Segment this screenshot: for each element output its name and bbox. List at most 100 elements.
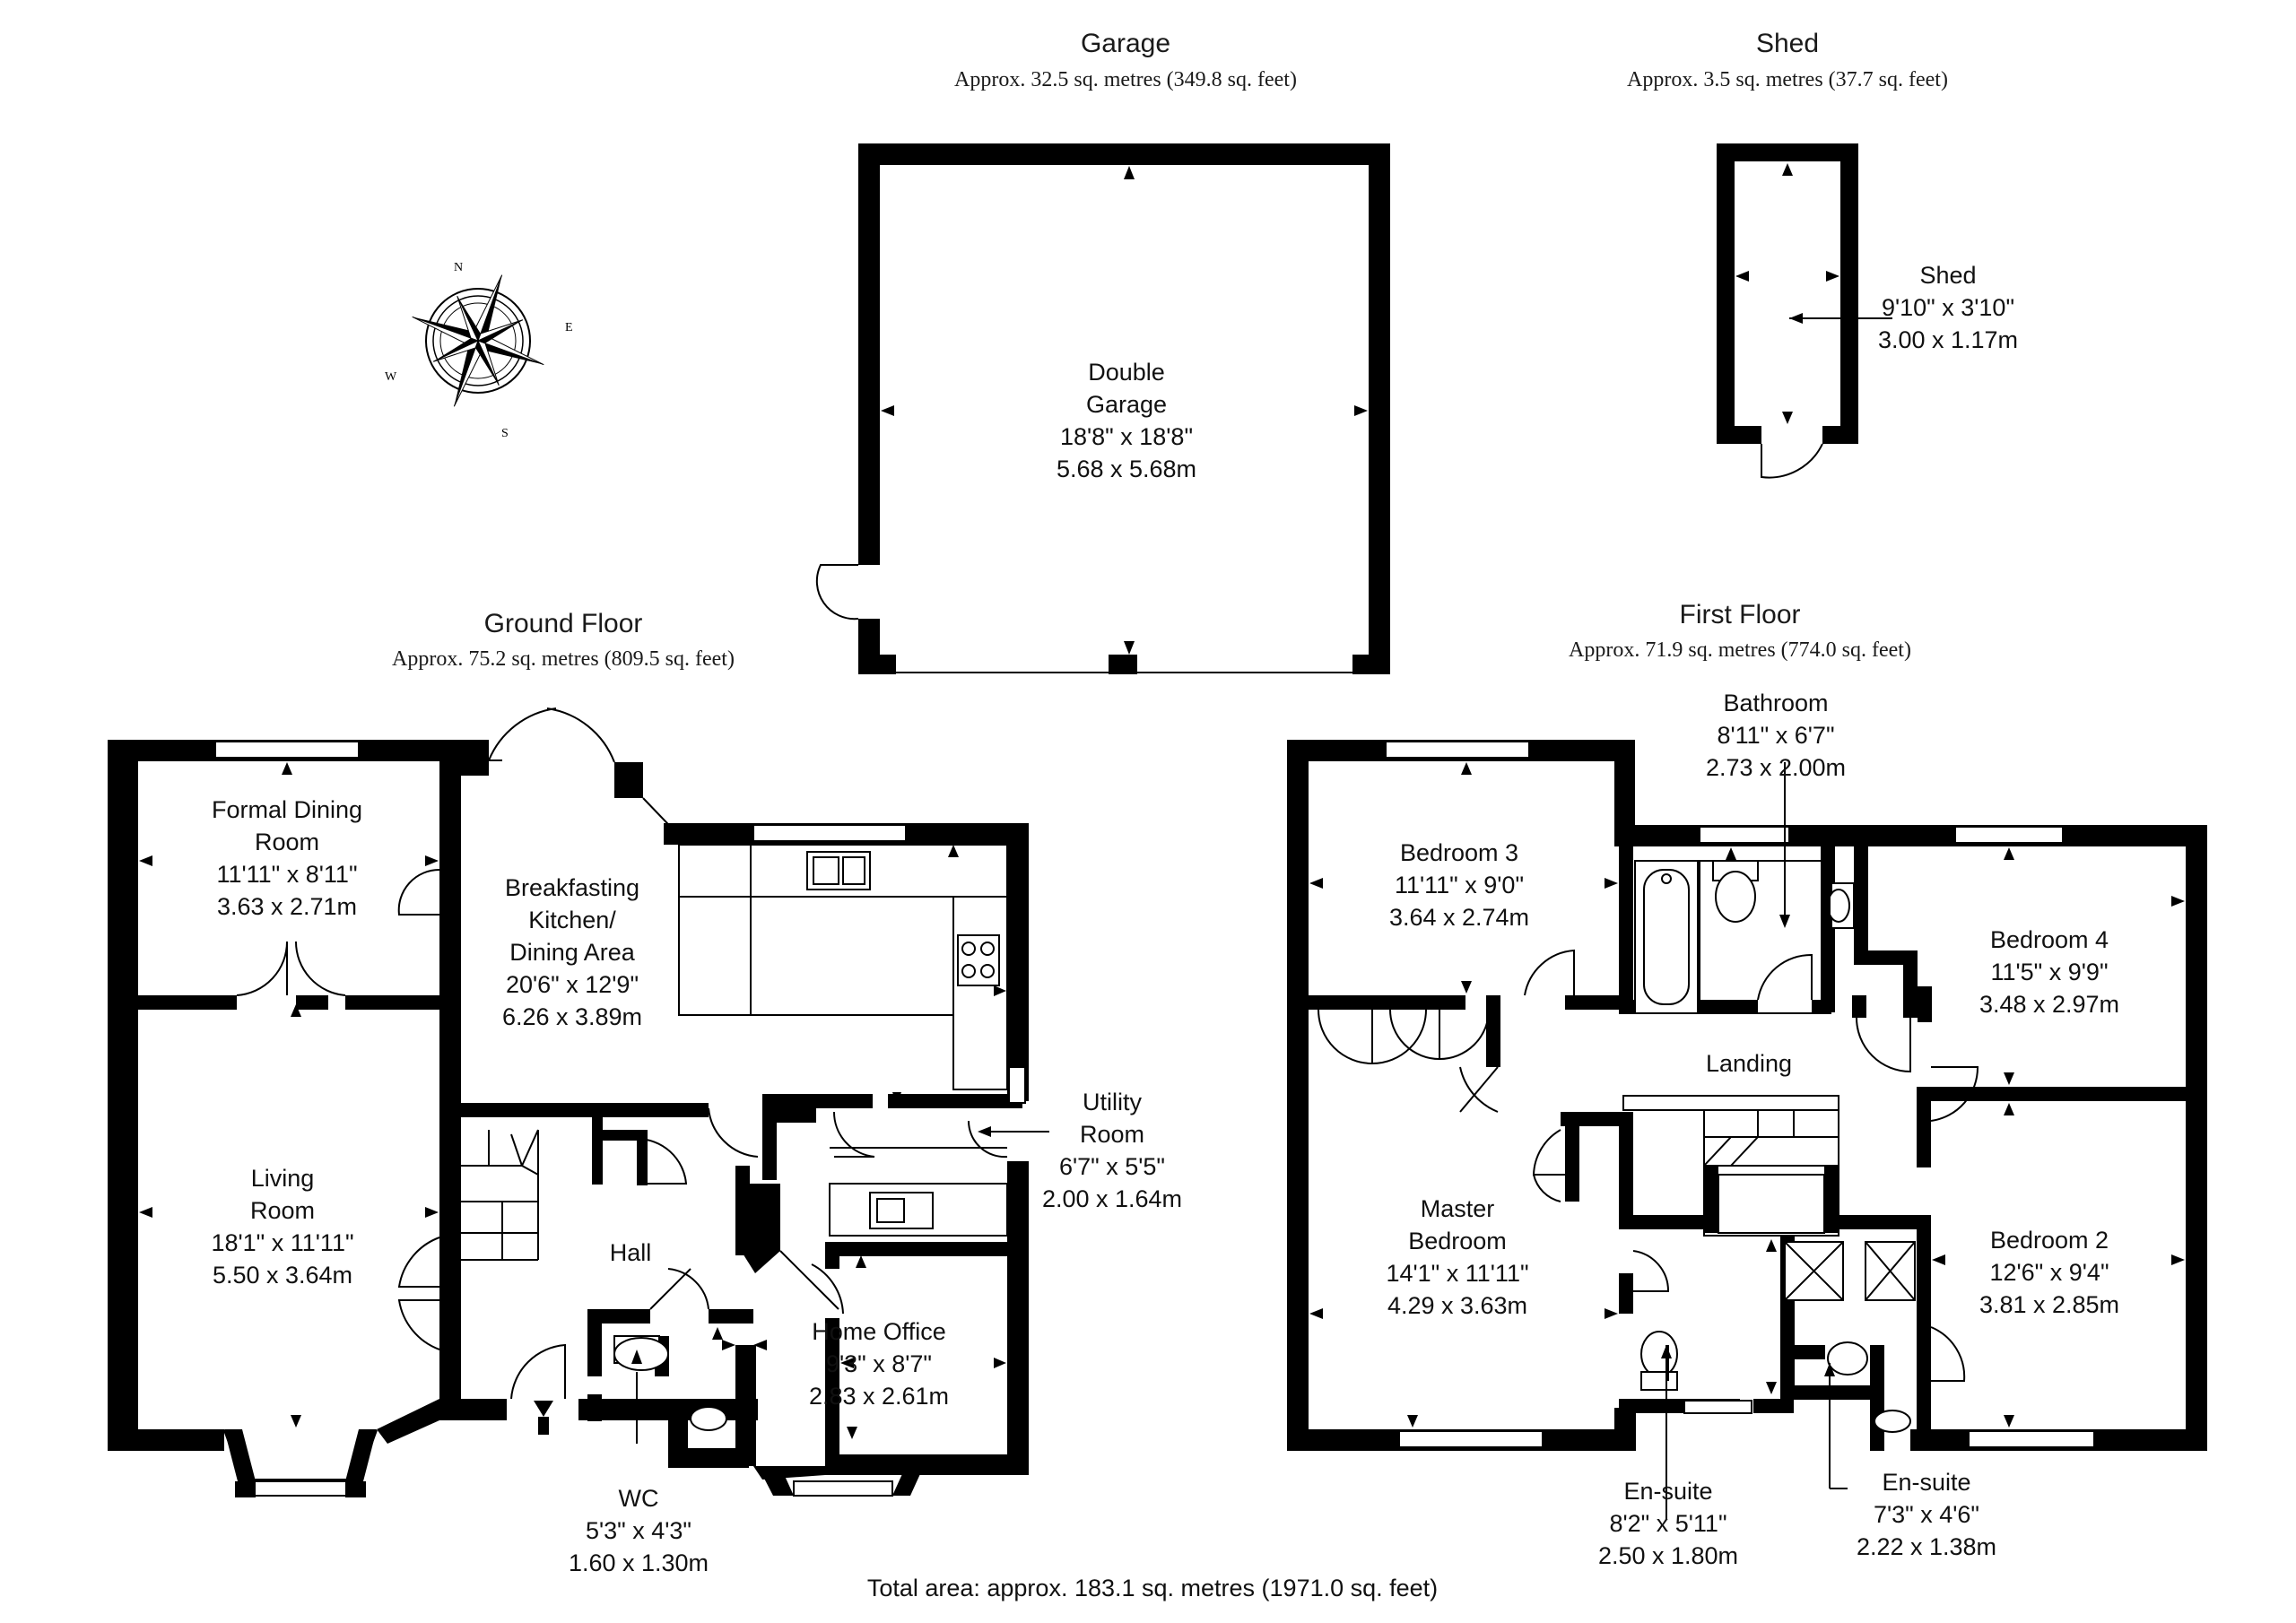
svg-text:2.50 x 1.80m: 2.50 x 1.80m (1598, 1542, 1738, 1569)
svg-text:11'11" x 9'0": 11'11" x 9'0" (1395, 872, 1524, 898)
compass-rose-icon: N E S W (385, 261, 573, 440)
stairs-icon (453, 1117, 539, 1261)
svg-text:Bedroom 3: Bedroom 3 (1400, 839, 1518, 866)
svg-text:Bedroom: Bedroom (1408, 1228, 1507, 1254)
ground-floor-title: Ground Floor (484, 609, 643, 638)
svg-text:Room: Room (1080, 1121, 1144, 1148)
ground-floor-heading: Ground Floor Approx. 75.2 sq. metres (80… (392, 609, 735, 671)
svg-text:En-suite: En-suite (1882, 1469, 1970, 1496)
svg-text:Double: Double (1088, 359, 1165, 386)
svg-text:Garage: Garage (1086, 391, 1167, 418)
bathroom-toilet-icon (1712, 860, 1759, 923)
bedroom3-label: Bedroom 3 11'11" x 9'0" 3.64 x 2.74m (1389, 839, 1529, 931)
svg-text:2.83 x 2.61m: 2.83 x 2.61m (809, 1383, 949, 1410)
svg-text:Shed: Shed (1919, 262, 1976, 289)
svg-text:2.00 x 1.64m: 2.00 x 1.64m (1042, 1185, 1182, 1212)
garage-title: Garage (1081, 29, 1170, 58)
svg-text:18'8" x 18'8": 18'8" x 18'8" (1060, 423, 1193, 450)
compass-north: N (454, 261, 463, 274)
kitchen-sink-icon (806, 851, 871, 890)
svg-text:Utility: Utility (1083, 1089, 1142, 1115)
shed-heading: Shed Approx. 3.5 sq. metres (37.7 sq. fe… (1627, 29, 1948, 91)
svg-text:20'6" x 12'9": 20'6" x 12'9" (506, 971, 639, 998)
svg-text:2.22 x 1.38m: 2.22 x 1.38m (1857, 1533, 1996, 1560)
compass-west: W (385, 370, 397, 384)
first-floor-title: First Floor (1680, 600, 1801, 629)
garage-heading: Garage Approx. 32.5 sq. metres (349.8 sq… (954, 29, 1297, 91)
svg-text:Bedroom 2: Bedroom 2 (1990, 1227, 2109, 1254)
bathroom-basin-icon (1827, 882, 1855, 929)
wc-label: WC 5'3" x 4'3" 1.60 x 1.30m (569, 1485, 709, 1576)
svg-text:11'11" x 8'11": 11'11" x 8'11" (216, 861, 357, 888)
svg-text:5.50 x 3.64m: 5.50 x 3.64m (213, 1262, 352, 1289)
formal-dining-label: Formal Dining Room 11'11" x 8'11" 3.63 x… (212, 796, 362, 920)
svg-text:Master: Master (1421, 1195, 1495, 1222)
ground-floor-plan: Formal Dining Room 11'11" x 8'11" 3.63 x… (108, 707, 1182, 1576)
svg-text:Living: Living (251, 1165, 315, 1192)
svg-text:8'11" x 6'7": 8'11" x 6'7" (1717, 722, 1834, 749)
svg-text:Bedroom 4: Bedroom 4 (1990, 926, 2109, 953)
svg-text:Kitchen/: Kitchen/ (528, 907, 616, 933)
svg-text:Room: Room (250, 1197, 315, 1224)
svg-text:1.60 x 1.30m: 1.60 x 1.30m (569, 1549, 709, 1576)
bathroom-label: Bathroom 8'11" x 6'7" 2.73 x 2.00m (1706, 690, 1846, 781)
ensuite1-label: En-suite 8'2" x 5'11" 2.50 x 1.80m (1598, 1478, 1738, 1569)
svg-text:18'1" x 11'11": 18'1" x 11'11" (211, 1229, 353, 1256)
garage-plan: Double Garage 18'8" x 18'8" 5.68 x 5.68m (815, 143, 1390, 674)
ensuite-toilet-icon (1640, 1331, 1678, 1391)
total-area: Total area: approx. 183.1 sq. metres (19… (867, 1575, 1438, 1601)
svg-text:3.48 x 2.97m: 3.48 x 2.97m (1979, 991, 2119, 1018)
bathtub-icon (1634, 860, 1699, 1014)
svg-text:WC: WC (619, 1485, 659, 1512)
svg-text:6.26 x 3.89m: 6.26 x 3.89m (502, 1003, 642, 1030)
hall-label: Hall (610, 1239, 652, 1266)
svg-text:3.81 x 2.85m: 3.81 x 2.85m (1979, 1291, 2119, 1318)
svg-text:5'3" x 4'3": 5'3" x 4'3" (586, 1517, 691, 1544)
svg-text:9'3" x 8'7": 9'3" x 8'7" (826, 1350, 932, 1377)
shower-icon (1784, 1241, 1916, 1301)
landing-label: Landing (1706, 1050, 1792, 1077)
shed-area: Approx. 3.5 sq. metres (37.7 sq. feet) (1627, 68, 1948, 91)
compass-east: E (565, 321, 573, 334)
hob-icon (957, 934, 1000, 986)
svg-text:6'7" x 5'5": 6'7" x 5'5" (1059, 1153, 1165, 1180)
first-floor-area: Approx. 71.9 sq. metres (774.0 sq. feet) (1569, 638, 1911, 662)
svg-text:9'10" x 3'10": 9'10" x 3'10" (1882, 294, 2014, 321)
stairs-icon (1622, 1095, 1839, 1237)
first-floor-heading: First Floor Approx. 71.9 sq. metres (774… (1569, 600, 1911, 662)
svg-text:Formal Dining: Formal Dining (212, 796, 362, 823)
svg-text:11'5" x 9'9": 11'5" x 9'9" (1990, 959, 2108, 985)
ensuite2-toilet-icon (1827, 1341, 1911, 1433)
svg-text:2.73 x 2.00m: 2.73 x 2.00m (1706, 754, 1846, 781)
svg-text:En-suite: En-suite (1623, 1478, 1712, 1505)
garage-area: Approx. 32.5 sq. metres (349.8 sq. feet) (954, 68, 1297, 91)
svg-text:4.29 x 3.63m: 4.29 x 3.63m (1387, 1292, 1527, 1319)
svg-text:12'6" x 9'4": 12'6" x 9'4" (1989, 1259, 2109, 1286)
svg-text:7'3" x 4'6": 7'3" x 4'6" (1874, 1501, 1979, 1528)
double-garage-label: Double Garage 18'8" x 18'8" 5.68 x 5.68m (1057, 359, 1196, 482)
first-floor-plan: Bathroom 8'11" x 6'7" 2.73 x 2.00m Bedro… (1287, 690, 2207, 1569)
svg-text:Breakfasting: Breakfasting (505, 874, 639, 901)
svg-text:5.68 x 5.68m: 5.68 x 5.68m (1057, 456, 1196, 482)
shed-plan: Shed 9'10" x 3'10" 3.00 x 1.17m (1717, 143, 2018, 479)
bedroom2-label: Bedroom 2 12'6" x 9'4" 3.81 x 2.85m (1979, 1227, 2119, 1318)
living-room-label: Living Room 18'1" x 11'11" 5.50 x 3.64m (211, 1165, 353, 1289)
svg-text:Home Office: Home Office (812, 1318, 946, 1345)
kitchen-label: Breakfasting Kitchen/ Dining Area 20'6" … (502, 874, 642, 1030)
utility-room-label: Utility Room 6'7" x 5'5" 2.00 x 1.64m (1042, 1089, 1182, 1212)
svg-text:3.00 x 1.17m: 3.00 x 1.17m (1878, 326, 2018, 353)
svg-text:Dining Area: Dining Area (509, 939, 636, 966)
ground-floor-area: Approx. 75.2 sq. metres (809.5 sq. feet) (392, 647, 735, 671)
compass-south: S (501, 427, 509, 440)
home-office-label: Home Office 9'3" x 8'7" 2.83 x 2.61m (809, 1318, 949, 1410)
svg-text:3.64 x 2.74m: 3.64 x 2.74m (1389, 904, 1529, 931)
bedroom4-label: Bedroom 4 11'5" x 9'9" 3.48 x 2.97m (1979, 926, 2119, 1018)
svg-text:Bathroom: Bathroom (1723, 690, 1828, 716)
shed-label: Shed 9'10" x 3'10" 3.00 x 1.17m (1878, 262, 2018, 353)
svg-text:3.63 x 2.71m: 3.63 x 2.71m (217, 893, 357, 920)
svg-text:8'2" x 5'11": 8'2" x 5'11" (1609, 1510, 1726, 1537)
svg-text:14'1" x 11'11": 14'1" x 11'11" (1386, 1260, 1528, 1287)
ensuite2-label: En-suite 7'3" x 4'6" 2.22 x 1.38m (1857, 1469, 1996, 1560)
shed-title: Shed (1756, 29, 1819, 58)
